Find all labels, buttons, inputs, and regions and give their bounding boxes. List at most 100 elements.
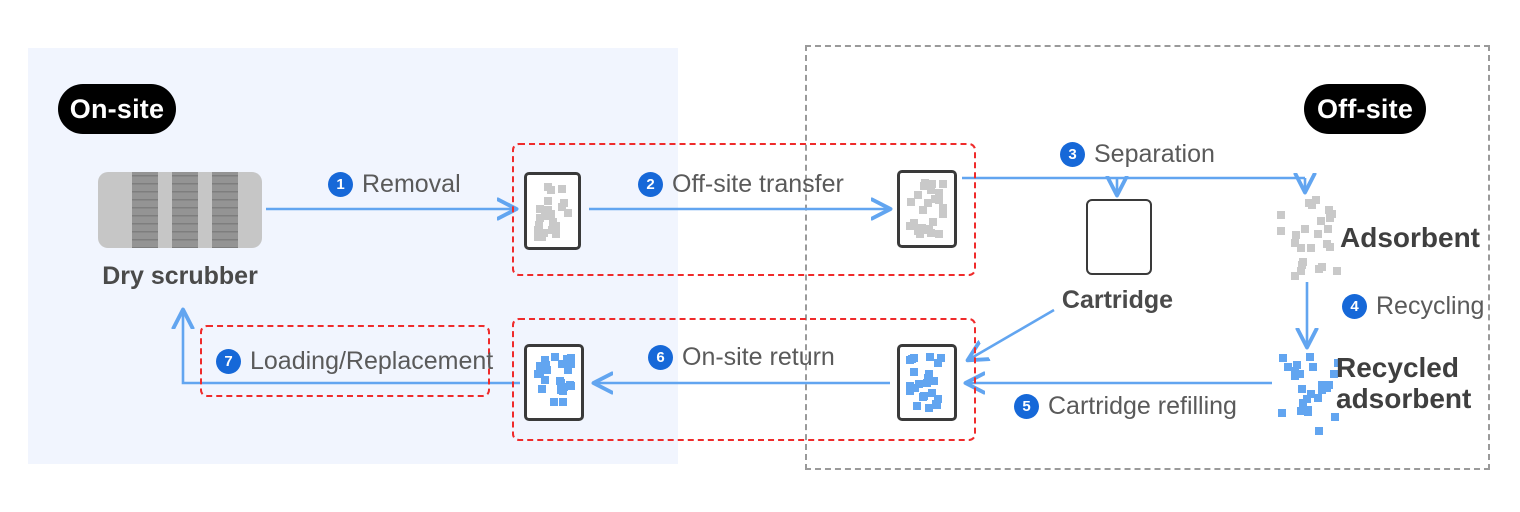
step-4-label: Recycling: [1376, 292, 1485, 320]
particle: [1330, 412, 1339, 421]
particle: [550, 397, 559, 406]
refilled-cartridge-onsite: [524, 344, 584, 421]
particle: [930, 376, 938, 385]
particle: [540, 376, 549, 385]
particle: [906, 222, 915, 230]
particle: [1290, 372, 1299, 381]
particle: [536, 204, 544, 213]
particle: [935, 189, 944, 198]
particle: [567, 354, 576, 363]
particle: [923, 198, 932, 207]
particle: [565, 360, 574, 369]
particle: [933, 394, 942, 403]
refilled-cartridge-offsite: [897, 344, 957, 421]
particle: [934, 359, 943, 368]
particle: [537, 384, 546, 393]
step-2-badge: 2: [638, 172, 663, 197]
particle: [1283, 363, 1292, 372]
particle: [916, 230, 924, 238]
particle: [548, 218, 557, 227]
particle: [1292, 230, 1301, 239]
spent-cartridge-offsite: [897, 170, 957, 248]
particle: [1303, 394, 1312, 403]
particle: [913, 402, 921, 411]
particle: [928, 388, 937, 397]
particle: [929, 218, 938, 226]
particle: [533, 226, 542, 235]
particle: [1278, 354, 1287, 363]
particle: [906, 197, 915, 206]
particle: [1276, 211, 1285, 220]
step-6-badge: 6: [648, 345, 673, 370]
recycled-adsorbent-label: Recycled adsorbent: [1336, 352, 1471, 415]
particle: [935, 195, 944, 204]
step-1-label: Removal: [362, 170, 461, 198]
particle: [540, 211, 549, 220]
particle: [1295, 369, 1304, 378]
particle: [1307, 389, 1315, 398]
adsorbent-particles: [1276, 196, 1342, 280]
particle: [1329, 370, 1338, 379]
step-7-label: Loading/Replacement: [250, 346, 494, 375]
particle: [1304, 408, 1313, 417]
particle: [558, 397, 567, 406]
particle: [919, 393, 928, 401]
particle: [558, 386, 567, 395]
particle: [1326, 214, 1335, 223]
dry-scrubber-label: Dry scrubber: [102, 262, 258, 290]
particle: [557, 359, 566, 368]
step-3-badge: 3: [1060, 142, 1085, 167]
particle: [910, 368, 919, 377]
particle: [906, 387, 915, 396]
offsite-zone: [805, 45, 1490, 470]
step-4: 4 Recycling: [1342, 292, 1484, 321]
step-2: 2 Off-site transfer: [638, 170, 844, 199]
step-3-label: Separation: [1094, 140, 1215, 168]
particle: [1297, 384, 1306, 393]
particle: [936, 354, 945, 363]
step-6-label: On-site return: [682, 343, 835, 371]
recycled-adsorbent-particles: [1276, 352, 1342, 436]
particle: [1290, 271, 1299, 280]
particle: [1297, 267, 1306, 276]
particle: [1312, 196, 1321, 205]
particle: [564, 208, 573, 217]
particle: [910, 383, 919, 392]
group-return-box: [512, 318, 976, 441]
particle: [1317, 217, 1326, 226]
particle: [906, 356, 915, 365]
particle: [918, 206, 927, 215]
particle: [1308, 363, 1317, 372]
particle: [1301, 225, 1310, 233]
particle: [543, 196, 552, 205]
particle: [925, 352, 934, 361]
recycled-adsorbent-line-1: Recycled: [1336, 352, 1459, 383]
particle: [1296, 407, 1305, 416]
adsorbent-label: Adsorbent: [1340, 222, 1480, 253]
particle: [1305, 353, 1314, 362]
particle: [544, 206, 552, 214]
step-6: 6 On-site return: [648, 343, 835, 372]
particle: [541, 361, 550, 370]
dry-scrubber-icon: [98, 172, 262, 248]
particle: [1325, 380, 1334, 389]
particle: [1333, 358, 1342, 367]
particle: [926, 185, 935, 194]
particle: [1307, 244, 1316, 253]
step-3: 3 Separation: [1060, 140, 1215, 169]
particle: [1293, 360, 1302, 369]
particle: [535, 213, 544, 222]
particle: [536, 369, 545, 378]
particle: [1291, 366, 1300, 375]
particle: [921, 178, 930, 187]
particle: [1323, 224, 1332, 233]
particle: [938, 204, 947, 213]
particle: [931, 399, 940, 408]
particle: [926, 229, 935, 238]
particle: [930, 194, 939, 203]
group-loading-box: 7 Loading/Replacement: [200, 325, 494, 397]
empty-cartridge: [1086, 199, 1152, 275]
particle: [938, 179, 947, 188]
particle: [557, 184, 566, 193]
